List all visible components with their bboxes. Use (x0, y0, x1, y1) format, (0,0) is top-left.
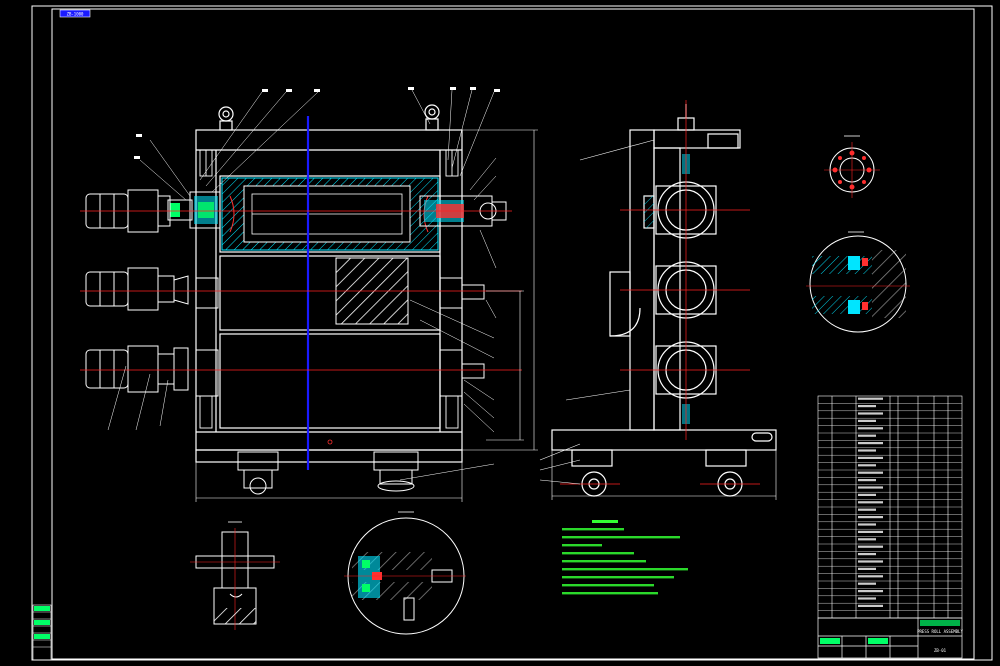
parts-list-cell-text (858, 456, 883, 459)
detail-section-bottom-left (190, 521, 280, 630)
detail-circle-A (344, 511, 466, 635)
motor-middle (85, 267, 189, 311)
lifting-eye-left (218, 106, 234, 131)
parts-list-cell-text (858, 604, 883, 607)
front-dimensions (195, 129, 538, 502)
front-leader-tags (134, 87, 500, 159)
parts-list-cell-text (858, 486, 883, 489)
parts-list-cell-text (858, 590, 883, 593)
middle-roll (195, 255, 485, 331)
parts-list-cell-text (858, 538, 876, 541)
parts-list-cell-text (858, 575, 883, 578)
top-adjust-screws (199, 149, 459, 177)
parts-list-cell-text (858, 582, 876, 585)
parts-list-cell-text (858, 412, 883, 415)
drawing-frame (31, 5, 993, 661)
parts-list-cell-text (858, 501, 883, 504)
title-block-drawing-title: PRESS ROLL ASSEMBLY (917, 629, 963, 634)
base-casters (237, 451, 419, 495)
front-leaders (107, 89, 497, 481)
parts-list-cell-text (858, 530, 883, 533)
side-view (539, 100, 777, 500)
bottom-roll (195, 333, 485, 429)
parts-list-cell-text (858, 419, 876, 422)
front-center-lines (80, 210, 522, 371)
detail-section-top (824, 135, 880, 198)
side-center-lines (560, 100, 760, 485)
parts-list-cell-text (858, 427, 883, 430)
parts-list-cell-text (858, 442, 883, 445)
motor-bottom (85, 345, 189, 393)
top-roll-left-bearing (167, 191, 221, 229)
parts-list-cell-text (858, 553, 876, 556)
parts-list-cell-text (858, 560, 883, 563)
parts-list-cell-text (858, 567, 876, 570)
parts-list-cell-text (858, 516, 883, 519)
drawing-code-tag: ZB-1000 (59, 9, 91, 18)
revision-strip (32, 604, 52, 661)
title-block-number: ZB-01 (934, 648, 947, 653)
parts-list-cell-text (858, 545, 883, 548)
parts-list-cell-text (858, 449, 876, 452)
parts-list-cell-text (858, 508, 876, 511)
parts-list-cell-text (858, 493, 876, 496)
parts-list-cell-text (858, 397, 883, 400)
parts-list-cell-text (858, 523, 876, 526)
drawing-code-text: ZB-1000 (67, 12, 84, 17)
title-block (817, 617, 963, 659)
parts-list-cell-text (858, 405, 876, 408)
parts-list-cell-text (858, 597, 876, 600)
side-dimensions (539, 139, 777, 500)
parts-list-cell-text (858, 471, 883, 474)
parts-list-cell-text (858, 434, 876, 437)
top-roll-section (219, 175, 441, 253)
parts-list-rows (818, 397, 962, 611)
lifting-eye-right (424, 104, 440, 131)
parts-list-cell-text (858, 464, 876, 467)
front-view (80, 87, 538, 502)
detail-circle-B (806, 231, 910, 333)
technical-notes (562, 520, 688, 595)
parts-list-cell-text (858, 479, 876, 482)
